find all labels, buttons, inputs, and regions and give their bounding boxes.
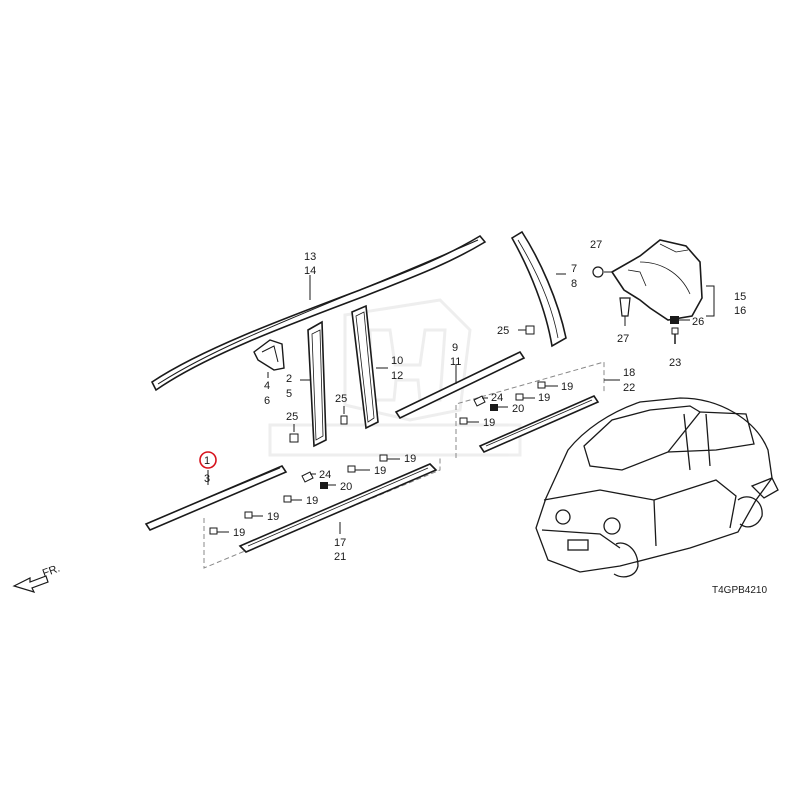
front-door-lower-garnish[interactable] <box>238 463 438 553</box>
clip-20-rear[interactable] <box>490 404 508 411</box>
front-direction-arrow <box>12 575 49 593</box>
clip-24-rear[interactable] <box>473 395 488 407</box>
callout-19-f1[interactable]: 19 <box>374 465 386 477</box>
callout-16[interactable]: 16 <box>734 305 746 317</box>
callout-27-top[interactable]: 27 <box>590 239 602 251</box>
callout-11[interactable]: 11 <box>450 356 461 368</box>
callout-17[interactable]: 17 <box>334 537 346 549</box>
watermark-logo <box>268 298 522 457</box>
roof-molding[interactable] <box>150 234 487 392</box>
callout-8[interactable]: 8 <box>571 278 577 290</box>
clip-19-f4[interactable] <box>244 511 263 519</box>
clip-19-f5[interactable] <box>209 527 229 535</box>
callout-13[interactable]: 13 <box>304 251 316 263</box>
clip-19-r3[interactable] <box>459 417 479 425</box>
rear-door-lower-garnish[interactable] <box>478 394 600 454</box>
clip-26[interactable] <box>670 316 690 324</box>
callout-25-front[interactable]: 25 <box>286 411 298 423</box>
callout-9[interactable]: 9 <box>452 342 458 354</box>
callout-27-bottom[interactable]: 27 <box>617 333 629 345</box>
callout-19-r3[interactable]: 19 <box>483 417 495 429</box>
pillar-garnish-rear[interactable] <box>510 230 567 348</box>
clip-19-f1[interactable] <box>347 465 370 473</box>
callout-18[interactable]: 18 <box>623 367 635 379</box>
mud-guard[interactable] <box>610 239 703 321</box>
clip-19-f2[interactable] <box>379 454 400 462</box>
callout-23[interactable]: 23 <box>669 357 681 369</box>
car-illustration <box>535 397 779 578</box>
clip-25-mid[interactable] <box>340 415 348 425</box>
clip-25-front[interactable] <box>289 433 299 443</box>
callout-25-rear[interactable]: 25 <box>497 325 509 337</box>
clip-24-front[interactable] <box>301 471 316 483</box>
callout-26[interactable]: 26 <box>692 316 704 328</box>
clip-19-r1[interactable] <box>537 381 558 389</box>
front-door-sash-molding[interactable] <box>144 465 288 531</box>
group-box-rear <box>455 361 605 458</box>
clip-19-f3[interactable] <box>283 495 302 503</box>
screw-23[interactable] <box>671 327 679 344</box>
direction-label: FR. <box>41 562 62 579</box>
pillar-garnish-center[interactable] <box>351 304 379 430</box>
pillar-garnish-front[interactable] <box>307 320 327 448</box>
callout-19-f4[interactable]: 19 <box>267 511 279 523</box>
callout-20-rear[interactable]: 20 <box>512 403 524 415</box>
callout-2[interactable]: 2 <box>286 373 292 385</box>
callout-15[interactable]: 15 <box>734 291 746 303</box>
callout-21[interactable]: 21 <box>334 551 346 563</box>
mirror-bracket[interactable] <box>253 339 285 371</box>
callout-5[interactable]: 5 <box>286 388 292 400</box>
clip-20-front[interactable] <box>320 482 336 489</box>
callout-20-front[interactable]: 20 <box>340 481 352 493</box>
leader-15-16 <box>706 285 715 317</box>
callout-4[interactable]: 4 <box>264 380 270 392</box>
callout-3[interactable]: 3 <box>204 473 210 485</box>
callout-6[interactable]: 6 <box>264 395 270 407</box>
callout-25-mid[interactable]: 25 <box>335 393 347 405</box>
clip-27-top[interactable] <box>592 266 612 278</box>
clip-27-bottom[interactable] <box>619 297 631 326</box>
callout-1[interactable]: 1 <box>204 455 210 467</box>
callout-24-rear[interactable]: 24 <box>491 392 503 404</box>
clip-19-r2[interactable] <box>515 393 535 401</box>
callout-19-r1[interactable]: 19 <box>561 381 573 393</box>
callout-19-f5[interactable]: 19 <box>233 527 245 539</box>
callout-19-f3[interactable]: 19 <box>306 495 318 507</box>
callout-10[interactable]: 10 <box>391 355 403 367</box>
callout-19-r2[interactable]: 19 <box>538 392 550 404</box>
callout-7[interactable]: 7 <box>571 263 577 275</box>
callout-12[interactable]: 12 <box>391 370 403 382</box>
callout-14[interactable]: 14 <box>304 265 316 277</box>
callout-24-front[interactable]: 24 <box>319 469 331 481</box>
callout-19-f2[interactable]: 19 <box>404 453 416 465</box>
rear-door-sash-molding[interactable] <box>394 350 526 420</box>
highlight-circle <box>199 451 217 469</box>
clip-25-rear[interactable] <box>518 325 535 335</box>
diagram-code: T4GPB4210 <box>712 585 767 596</box>
callout-22[interactable]: 22 <box>623 382 635 394</box>
